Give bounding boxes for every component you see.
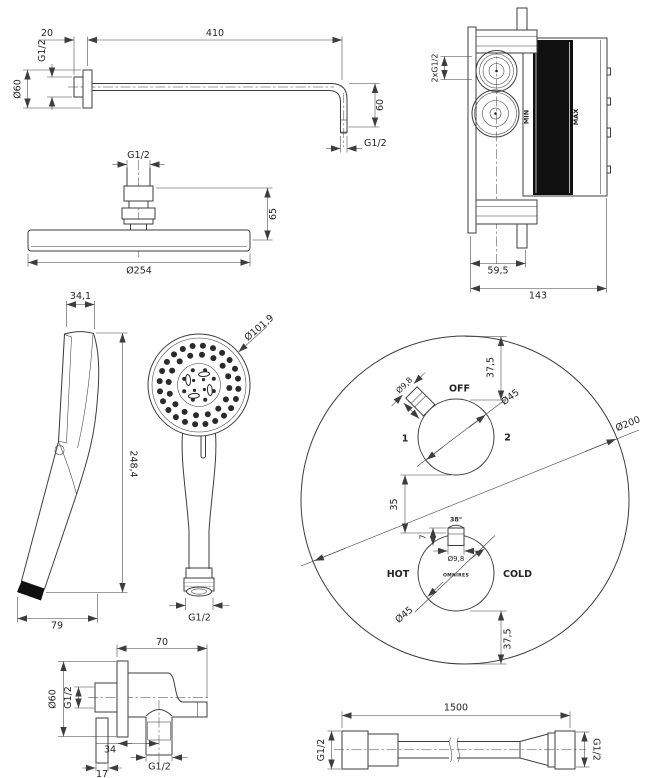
valve-tab-bottom: [516, 223, 528, 249]
plate-off-label: OFF: [449, 384, 470, 395]
dim-valve-width: 143: [529, 291, 547, 302]
hose-break-mark: [449, 737, 453, 763]
spray-nozzles: [156, 342, 242, 428]
valve-flange-bottom: [475, 199, 538, 225]
dim-plate-bottom-offset: 37,5: [503, 628, 514, 649]
dim-arm-thread-end: G1/2: [364, 138, 387, 149]
shower-hose-drawing: 1500 G1/2 G1/2: [316, 703, 602, 770]
dim-valve-ports: 2xG1/2: [431, 54, 440, 83]
dim-arm-drop: 60: [375, 99, 386, 111]
dim-elbow-offset: 34: [104, 745, 116, 756]
hand-sprayface-edge: [58, 334, 72, 444]
dim-head-thread: G1/2: [127, 150, 150, 161]
hand-face-rim: [147, 333, 251, 437]
dim-valve-depth: 59,5: [487, 266, 508, 277]
dim-hose-thread-right: G1/2: [591, 738, 602, 761]
valve-flange-top: [475, 29, 538, 54]
dim-elbow-flange: Ø60: [48, 689, 59, 709]
handshower-front-view: Ø101,9 G1/2: [147, 313, 277, 624]
dim-arm-flange: Ø60: [13, 79, 24, 99]
hand-handle-right: [208, 428, 217, 569]
dim-plate-gap: 35: [389, 498, 400, 510]
arm-wall-flange: [82, 69, 93, 109]
dim-lever-bottom: Ø9,8: [448, 555, 465, 563]
dim-hose-thread-left: G1/2: [316, 739, 327, 762]
plate-cold-label: COLD: [503, 569, 532, 580]
brand-logo: OMNIRES: [443, 573, 469, 579]
temp-lever: [447, 527, 465, 546]
head-disc: [27, 229, 251, 252]
dim-lever-height: 7: [419, 534, 428, 539]
control-plate-drawing: Ø200 Ø9,8 OFF 1 2 Ø45 37,5 35 38° 7 Ø9,8…: [300, 335, 642, 665]
valve-min-label: MIN: [523, 110, 531, 124]
dim-head-height: 65: [268, 208, 279, 220]
hand-hang-loop: [54, 445, 65, 455]
dim-plate-diameter: Ø200: [614, 414, 642, 434]
head-connector: [123, 185, 154, 202]
arm-tube-outer: [92, 83, 348, 133]
dim-hand-thread: G1/2: [188, 613, 211, 624]
dim-temp-angle: 38°: [450, 516, 462, 524]
dim-plate-top-offset: 37,5: [486, 357, 497, 378]
dim-arm-thread-wall: G1/2: [37, 39, 48, 62]
dim-elbow-depth: 17: [96, 769, 108, 778]
dim-elbow-thread-out: G1/2: [148, 762, 171, 773]
plate-pos2-label: 2: [504, 433, 511, 444]
dim-hand-bottom-width: 79: [51, 621, 63, 632]
elbow-plate: [116, 660, 129, 738]
arm-end-thread: [340, 119, 348, 133]
arm-tube-inner: [92, 90, 341, 133]
elbow-outlet-thread: [147, 721, 171, 741]
dim-head-diameter: Ø254: [126, 266, 152, 277]
dim-hand-height: 248,4: [128, 450, 139, 477]
shower-arm-drawing: 20 410 G1/2 Ø60 60 G1/2: [13, 28, 387, 153]
hand-handle-left: [181, 428, 190, 569]
valve-port-bottom: [471, 89, 520, 138]
dim-hand-top-width: 34,1: [70, 291, 91, 302]
concealed-valve-drawing: MIN MAX 2xG1/2 59,5 143: [431, 7, 611, 302]
hand-inlet-cap: [17, 581, 45, 601]
arm-wall-thread: [73, 76, 84, 98]
wall-outlet-drawing: 70 Ø60 G1/2 34 G1/2 17: [48, 637, 208, 778]
valve-port-top: [475, 50, 518, 92]
elbow-body: [128, 672, 208, 718]
dim-hand-diameter: Ø101,9: [243, 313, 277, 344]
valve-max-label: MAX: [572, 109, 580, 126]
plate-pos1-label: 1: [402, 434, 409, 445]
hand-body-outline: [20, 331, 100, 590]
dim-arm-length: 410: [206, 28, 224, 39]
elbow-wall-sleeve: [95, 717, 109, 764]
valve-tab-top: [516, 7, 528, 31]
dim-arm-wall: 20: [41, 28, 53, 39]
dim-hose-length: 1500: [444, 703, 468, 714]
dim-elbow-thread-in: G1/2: [63, 686, 74, 709]
elbow-inlet-thread: [94, 682, 118, 713]
valve-adjust-band: [533, 40, 573, 195]
dim-elbow-width: 70: [156, 637, 168, 648]
plate-hot-label: HOT: [387, 569, 410, 580]
handshower-side-view: 34,1 248,4 79: [17, 291, 139, 632]
valve-mounting-plate: [467, 26, 477, 234]
overhead-shower-drawing: G1/2 65 Ø254: [27, 150, 279, 277]
